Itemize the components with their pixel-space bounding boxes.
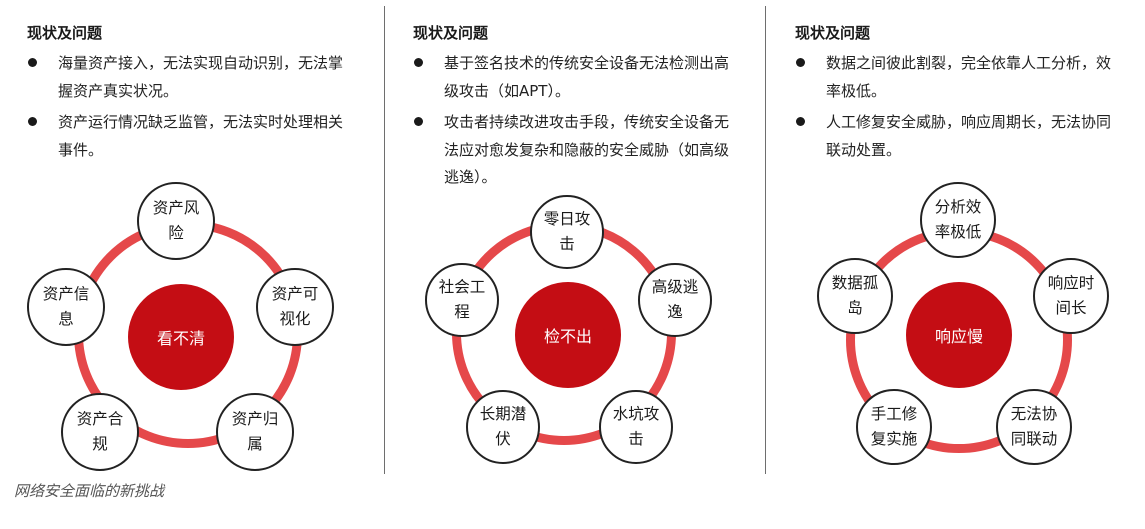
panel-heading: 现状及问题 — [795, 24, 871, 42]
node-zero-day: 零日攻击 — [530, 195, 604, 269]
node-label: 资产合规 — [76, 410, 124, 453]
panel-threat-detection: 现状及问题 基于签名技术的传统安全设备无法检测出高级攻击（如APT）。 攻击者持… — [386, 0, 758, 480]
issue-item: 人工修复安全威胁，响应周期长，无法协同联动处置。 — [795, 109, 1125, 164]
node-label: 社会工程 — [438, 278, 486, 321]
node-label: 资产信息 — [42, 285, 90, 328]
node-label: 资产风险 — [152, 199, 200, 242]
node-label: 资产归属 — [231, 410, 279, 453]
node-low-analysis-efficiency: 分析效率极低 — [920, 182, 996, 258]
panel-divider — [765, 6, 766, 474]
node-asset-info: 资产信息 — [27, 268, 105, 346]
issue-item: 海量资产接入，无法实现自动识别，无法掌握资产真实状况。 — [27, 50, 357, 105]
node-no-coordination: 无法协同联动 — [996, 389, 1072, 465]
node-label: 高级逃逸 — [651, 278, 699, 321]
issue-item: 攻击者持续改进攻击手段，传统安全设备无法应对愈发复杂和隐蔽的安全威胁（如高级逃逸… — [413, 109, 743, 192]
node-label: 无法协同联动 — [1010, 405, 1058, 448]
issue-list: 数据之间彼此割裂，完全依靠人工分析，效率极低。 人工修复安全威胁，响应周期长，无… — [795, 50, 1125, 168]
node-label: 长期潜伏 — [479, 405, 527, 448]
panel-divider — [384, 6, 385, 474]
issue-list: 基于签名技术的传统安全设备无法检测出高级攻击（如APT）。 攻击者持续改进攻击手… — [413, 50, 743, 196]
center-circle: 检不出 — [515, 282, 621, 388]
figure-caption: 网络安全面临的新挑战 — [14, 482, 165, 500]
panel-response-speed: 现状及问题 数据之间彼此割裂，完全依靠人工分析，效率极低。 人工修复安全威胁，响… — [768, 0, 1140, 480]
issue-item: 基于签名技术的传统安全设备无法检测出高级攻击（如APT）。 — [413, 50, 743, 105]
panel-asset-visibility: 现状及问题 海量资产接入，无法实现自动识别，无法掌握资产真实状况。 资产运行情况… — [0, 0, 372, 480]
node-social-engineering: 社会工程 — [425, 263, 499, 337]
issue-list: 海量资产接入，无法实现自动识别，无法掌握资产真实状况。 资产运行情况缺乏监管，无… — [27, 50, 357, 168]
node-data-silos: 数据孤岛 — [817, 258, 893, 334]
center-circle: 响应慢 — [906, 282, 1012, 388]
node-long-response-time: 响应时间长 — [1033, 258, 1109, 334]
node-label: 响应时间长 — [1047, 274, 1095, 317]
node-advanced-evasion: 高级逃逸 — [638, 263, 712, 337]
node-manual-remediation: 手工修复实施 — [856, 389, 932, 465]
panel-heading: 现状及问题 — [413, 24, 489, 42]
node-asset-risk: 资产风险 — [137, 182, 215, 260]
issue-item: 资产运行情况缺乏监管，无法实时处理相关事件。 — [27, 109, 357, 164]
node-asset-ownership: 资产归属 — [216, 393, 294, 471]
node-long-term-lurking: 长期潜伏 — [466, 390, 540, 464]
node-label: 零日攻击 — [543, 210, 591, 253]
node-asset-compliance: 资产合规 — [61, 393, 139, 471]
node-label: 分析效率极低 — [934, 198, 982, 241]
center-circle: 看不清 — [128, 284, 234, 390]
node-label: 数据孤岛 — [831, 274, 879, 317]
node-label: 手工修复实施 — [870, 405, 918, 448]
node-label: 水坑攻击 — [612, 405, 660, 448]
node-watering-hole: 水坑攻击 — [599, 390, 673, 464]
panel-heading: 现状及问题 — [27, 24, 103, 42]
node-asset-visualization: 资产可视化 — [256, 268, 334, 346]
issue-item: 数据之间彼此割裂，完全依靠人工分析，效率极低。 — [795, 50, 1125, 105]
node-label: 资产可视化 — [271, 285, 319, 328]
